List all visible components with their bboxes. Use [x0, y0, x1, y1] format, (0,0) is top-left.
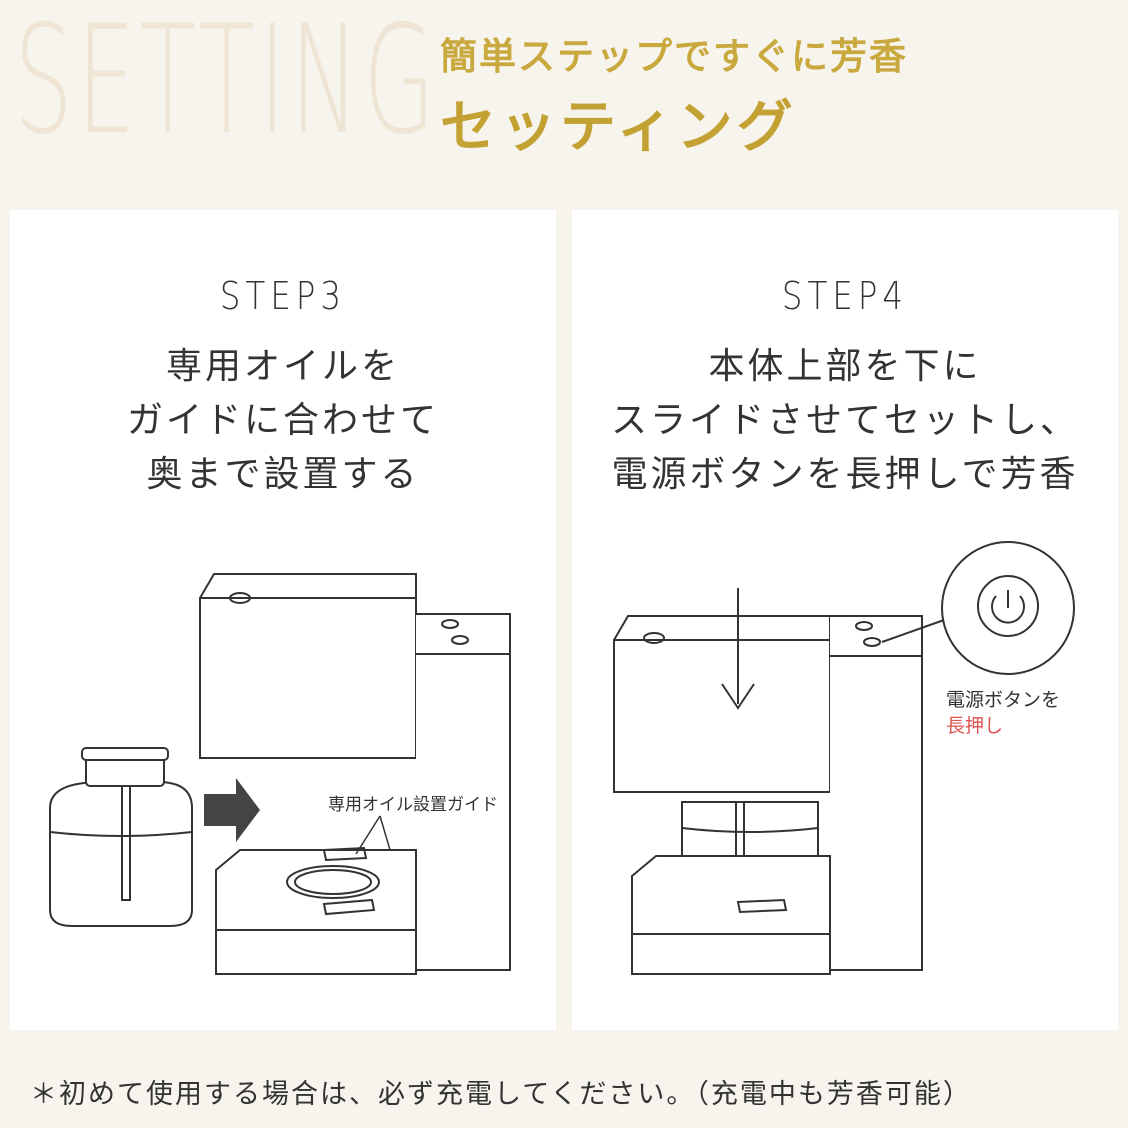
background-heading: SETTING [14, 0, 439, 168]
step4-line: 電源ボタンを長押しで芳香 [611, 454, 1079, 495]
step3-line: 専用オイルを [165, 346, 400, 387]
power-callout-line1: 電源ボタンを [946, 689, 1060, 711]
page-title: セッティング [440, 95, 797, 160]
footer-note: ＊初めて使用する場合は、必ず充電してください。（充電中も芳香可能） [30, 1079, 972, 1110]
guide-callout: 専用オイル設置ガイド [328, 795, 498, 815]
step4-illustration: 電源ボタンを 長押し [613, 541, 1075, 975]
step3-line: ガイドに合わせて [126, 400, 439, 441]
power-callout-line2: 長押し [946, 715, 1003, 737]
step3-line: 奥まで設置する [146, 454, 420, 495]
step3-label: STEP3 [219, 274, 347, 318]
step4-panel: STEP4 本体上部を下に スライドさせてセットし、 電源ボタンを長押しで芳香 [572, 210, 1118, 1030]
step3-description: 専用オイルを ガイドに合わせて 奥まで設置する [10, 340, 556, 502]
step3-panel: STEP3 専用オイルを ガイドに合わせて 奥まで設置する [10, 210, 556, 1030]
step4-line: 本体上部を下に [708, 346, 982, 387]
step4-line: スライドさせてセットし、 [610, 400, 1079, 441]
step4-label: STEP4 [781, 274, 909, 318]
step4-description: 本体上部を下に スライドさせてセットし、 電源ボタンを長押しで芳香 [572, 340, 1118, 502]
step3-illustration: 専用オイル設置ガイド [49, 573, 511, 975]
subtitle: 簡単ステップですぐに芳香 [440, 35, 908, 78]
